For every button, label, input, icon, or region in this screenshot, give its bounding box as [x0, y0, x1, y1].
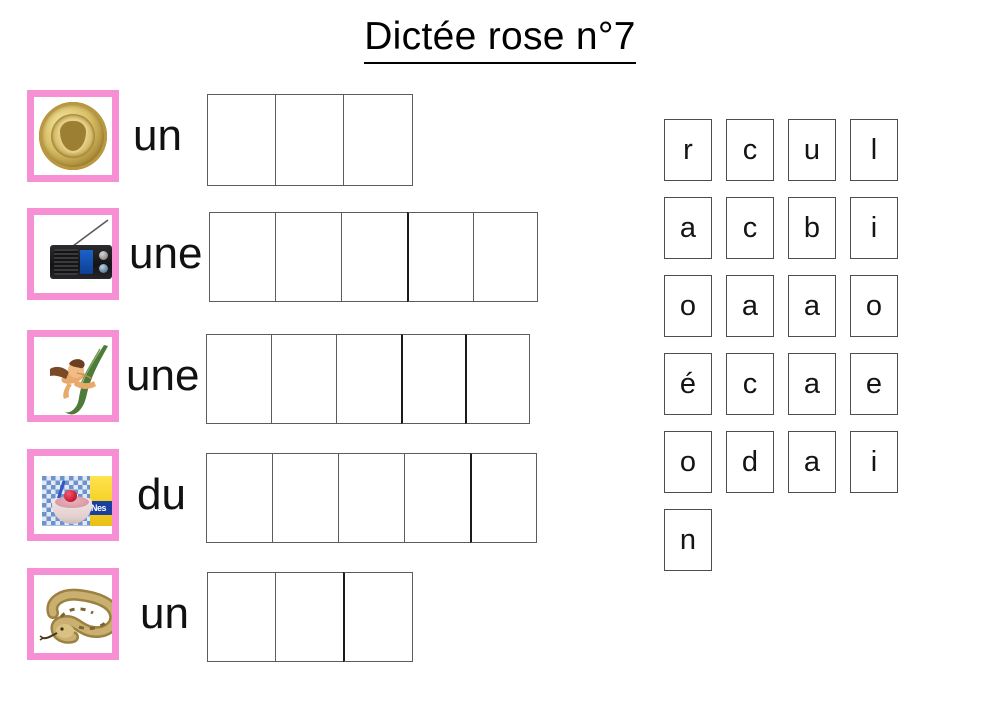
- snake-icon: [39, 588, 112, 644]
- letter-box[interactable]: [209, 212, 275, 302]
- page-title: Dictée rose n°7: [0, 14, 1000, 64]
- letter-tile[interactable]: u: [788, 119, 836, 181]
- letter-tile[interactable]: l: [850, 119, 898, 181]
- letter-tile[interactable]: o: [664, 431, 712, 493]
- radio-picture: [27, 208, 119, 300]
- letter-tile[interactable]: n: [664, 509, 712, 571]
- letter-tile[interactable]: i: [850, 197, 898, 259]
- page-title-text: Dictée rose n°7: [364, 14, 636, 64]
- letter-tile[interactable]: e: [850, 353, 898, 415]
- letter-box[interactable]: [338, 453, 404, 543]
- letter-box[interactable]: [275, 94, 343, 186]
- letter-bank: r c u l a c b i o a a o é c a e o d a i …: [664, 119, 914, 587]
- letter-box[interactable]: [206, 334, 271, 424]
- letter-bank-row: n: [664, 509, 914, 571]
- letter-tile[interactable]: b: [788, 197, 836, 259]
- letter-box[interactable]: [401, 334, 465, 424]
- article-label: un: [140, 589, 189, 638]
- article-label: du: [137, 470, 186, 519]
- letter-tile[interactable]: c: [726, 119, 774, 181]
- letter-box[interactable]: [465, 334, 530, 424]
- letter-box[interactable]: [343, 572, 413, 662]
- article-label: une: [129, 229, 203, 278]
- letter-tile[interactable]: a: [726, 275, 774, 337]
- letter-tile[interactable]: c: [726, 353, 774, 415]
- letter-box[interactable]: [275, 572, 343, 662]
- letter-tile[interactable]: a: [664, 197, 712, 259]
- letter-box[interactable]: [341, 212, 407, 302]
- exercise-list: un u: [27, 90, 538, 662]
- vine-swing-icon: [50, 345, 108, 415]
- letter-tile[interactable]: d: [726, 431, 774, 493]
- letter-box[interactable]: [271, 334, 336, 424]
- letter-box[interactable]: [275, 212, 341, 302]
- letter-box-row: [206, 453, 537, 543]
- letter-bank-row: é c a e: [664, 353, 914, 415]
- letter-tile[interactable]: a: [788, 275, 836, 337]
- article-label: un: [133, 111, 182, 160]
- radio-icon: [50, 219, 112, 279]
- letter-box[interactable]: [272, 453, 338, 543]
- snake-picture: [27, 568, 119, 660]
- letter-box[interactable]: [404, 453, 470, 543]
- letter-tile[interactable]: o: [850, 275, 898, 337]
- letter-box[interactable]: [473, 212, 538, 302]
- chocolate-dessert-icon: Nes: [42, 476, 112, 526]
- letter-box[interactable]: [206, 453, 272, 543]
- letter-box[interactable]: [207, 572, 275, 662]
- letter-tile[interactable]: a: [788, 431, 836, 493]
- letter-bank-row: r c u l: [664, 119, 914, 181]
- vine-swing-picture: [27, 330, 119, 422]
- letter-tile[interactable]: c: [726, 197, 774, 259]
- letter-bank-row: a c b i: [664, 197, 914, 259]
- letter-box[interactable]: [407, 212, 473, 302]
- coin-picture: [27, 90, 119, 182]
- letter-tile[interactable]: a: [788, 353, 836, 415]
- letter-box[interactable]: [336, 334, 401, 424]
- letter-box[interactable]: [343, 94, 413, 186]
- letter-bank-row: o a a o: [664, 275, 914, 337]
- letter-tile[interactable]: é: [664, 353, 712, 415]
- letter-bank-row: o d a i: [664, 431, 914, 493]
- letter-box-row: [206, 334, 530, 424]
- letter-tile[interactable]: o: [664, 275, 712, 337]
- letter-box-row: [207, 94, 413, 186]
- letter-tile[interactable]: i: [850, 431, 898, 493]
- letter-tile[interactable]: r: [664, 119, 712, 181]
- letter-box-row: [209, 212, 538, 302]
- gold-coin-icon: [39, 102, 107, 170]
- article-label: une: [126, 351, 200, 400]
- letter-box-row: [207, 572, 413, 662]
- letter-box[interactable]: [207, 94, 275, 186]
- dessert-picture: Nes: [27, 449, 119, 541]
- letter-box[interactable]: [470, 453, 537, 543]
